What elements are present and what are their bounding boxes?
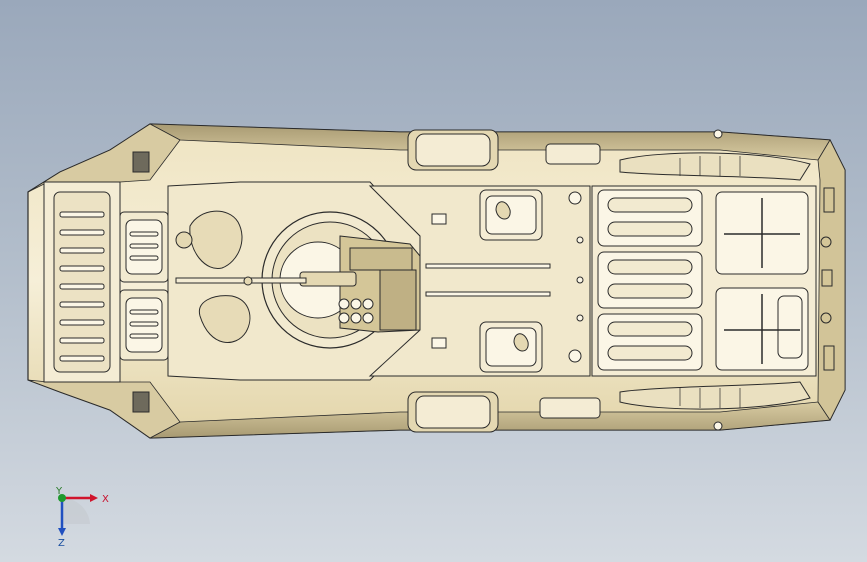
rear-lights [820,187,835,371]
rear-fenders [619,152,811,410]
z-axis-label: Z [58,538,65,548]
engine-deck[interactable] [591,185,817,377]
front-grille[interactable] [43,181,121,383]
roof-hatches[interactable] [479,189,543,373]
roof-bolts [568,129,723,431]
x-axis-label: X [102,494,109,505]
y-axis-label: Y [55,486,63,497]
turret[interactable] [175,211,421,349]
side-doors[interactable] [407,129,601,433]
driver-hatches[interactable] [119,211,169,361]
coordinate-triad: X Y Z [55,486,109,548]
front-details [132,151,150,413]
